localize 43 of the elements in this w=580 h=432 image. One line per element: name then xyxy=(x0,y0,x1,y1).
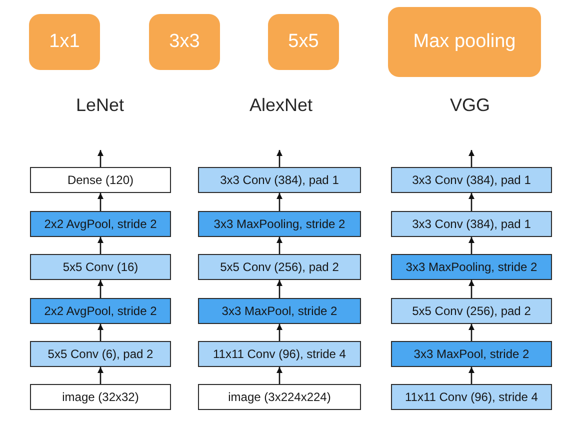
pooling-layer-box: 3x3 MaxPool, stride 2 xyxy=(198,298,361,324)
conv-layer-box: 3x3 Conv (384), pad 1 xyxy=(391,167,552,193)
network-title: AlexNet xyxy=(249,95,313,116)
arrow xyxy=(276,324,282,341)
arrow xyxy=(98,150,104,167)
pooling-layer-box: 2x2 AvgPool, stride 2 xyxy=(30,211,171,237)
arrow xyxy=(468,150,474,167)
layer-box: image (3x224x224) xyxy=(198,384,361,410)
arrow xyxy=(98,280,104,298)
arrow xyxy=(276,237,282,254)
kernel-size-tag: 1x1 xyxy=(29,14,100,70)
network-title: VGG xyxy=(450,95,490,116)
pooling-layer-box: 3x3 MaxPool, stride 2 xyxy=(391,341,552,367)
conv-layer-box: 5x5 Conv (6), pad 2 xyxy=(30,341,171,367)
conv-layer-box: 3x3 Conv (384), pad 1 xyxy=(391,211,552,237)
network-title: LeNet xyxy=(76,95,124,116)
arrow xyxy=(276,150,282,167)
arrow xyxy=(98,237,104,254)
arrow xyxy=(468,237,474,254)
arrow xyxy=(98,324,104,341)
conv-layer-box: 5x5 Conv (256), pad 2 xyxy=(198,254,361,280)
arrow xyxy=(276,280,282,298)
kernel-size-tag: 3x3 xyxy=(149,14,220,70)
conv-layer-box: 11x11 Conv (96), stride 4 xyxy=(391,384,552,410)
arrow xyxy=(98,193,104,211)
pooling-layer-box: 3x3 MaxPooling, stride 2 xyxy=(391,254,552,280)
conv-layer-box: 11x11 Conv (96), stride 4 xyxy=(198,341,361,367)
arrow xyxy=(468,193,474,211)
arrow xyxy=(468,324,474,341)
conv-layer-box: 3x3 Conv (384), pad 1 xyxy=(198,167,361,193)
layer-box: Dense (120) xyxy=(30,167,171,193)
pooling-layer-box: 2x2 AvgPool, stride 2 xyxy=(30,298,171,324)
layer-box: image (32x32) xyxy=(30,384,171,410)
arrow xyxy=(468,367,474,384)
arrow xyxy=(276,193,282,211)
kernel-size-tag: Max pooling xyxy=(388,7,541,77)
kernel-size-tag: 5x5 xyxy=(268,14,339,70)
conv-layer-box: 5x5 Conv (16) xyxy=(30,254,171,280)
pooling-layer-box: 3x3 MaxPooling, stride 2 xyxy=(198,211,361,237)
arrow xyxy=(98,367,104,384)
conv-layer-box: 5x5 Conv (256), pad 2 xyxy=(391,298,552,324)
arrow xyxy=(276,367,282,384)
arrow xyxy=(468,280,474,298)
